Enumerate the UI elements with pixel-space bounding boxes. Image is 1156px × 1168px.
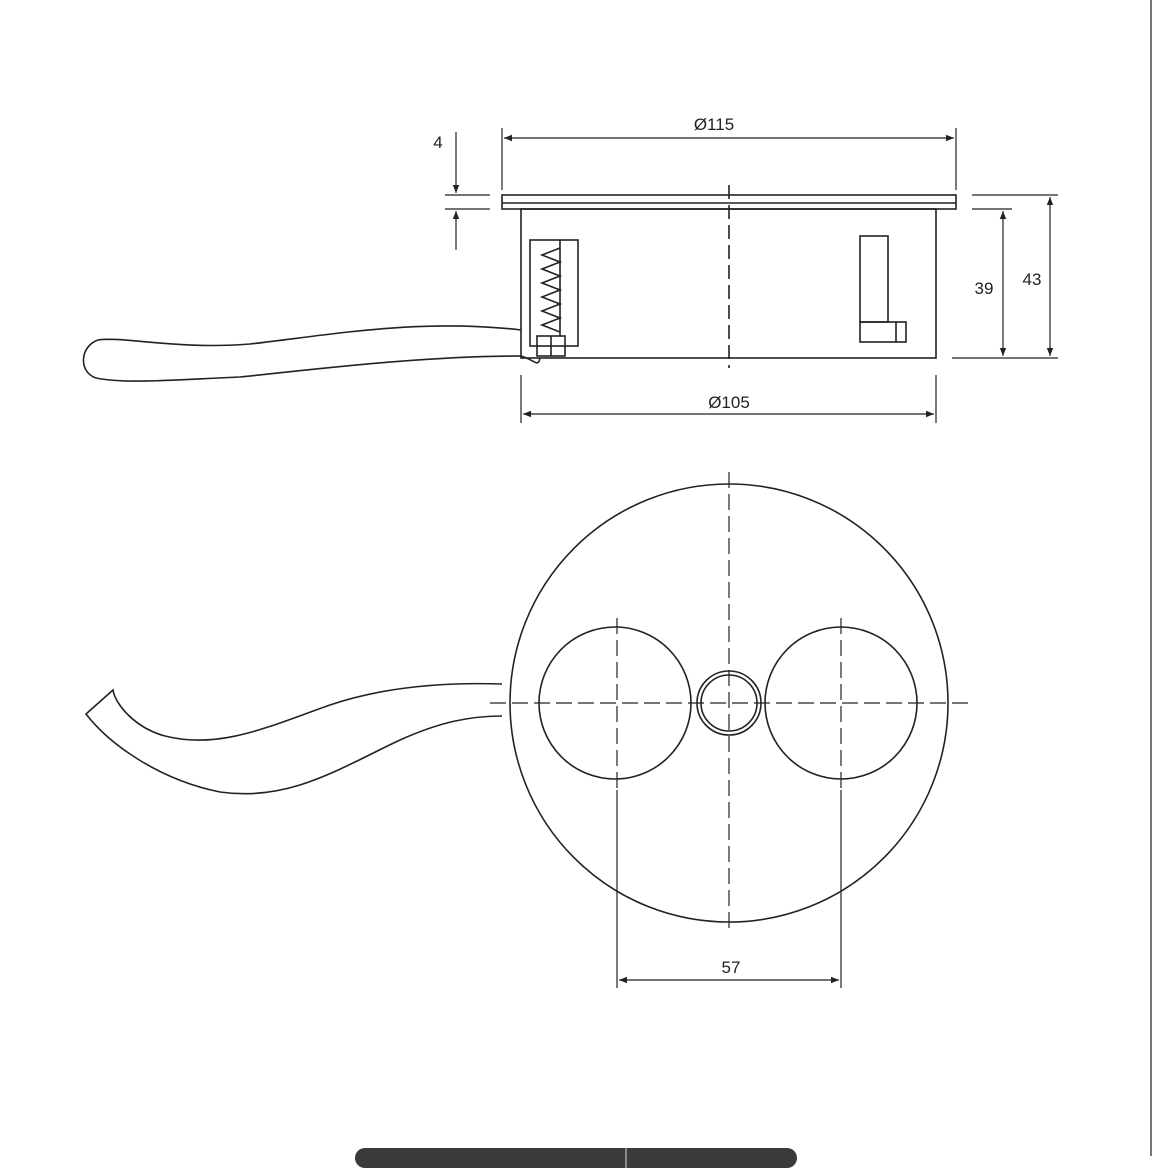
toolbar-divider (625, 1148, 627, 1168)
page-edge-line (1150, 0, 1152, 1156)
top-view (84, 472, 968, 928)
dim-socket-spacing: 57 (722, 958, 741, 977)
latch (859, 235, 907, 343)
side-cable (82, 325, 541, 382)
dim-bottom-diameter: Ø105 (708, 393, 750, 412)
dim-total-height: 43 (1023, 270, 1042, 289)
dim-body-height: 39 (975, 279, 994, 298)
bottom-toolbar[interactable] (355, 1148, 797, 1168)
spacing-dimension (616, 790, 842, 988)
spring-connector (529, 239, 579, 357)
side-dimensions (445, 128, 1058, 423)
top-cable (84, 682, 503, 795)
dim-top-diameter: Ø115 (694, 115, 734, 134)
dim-flange-thickness: 4 (433, 133, 442, 152)
side-view (82, 185, 957, 382)
